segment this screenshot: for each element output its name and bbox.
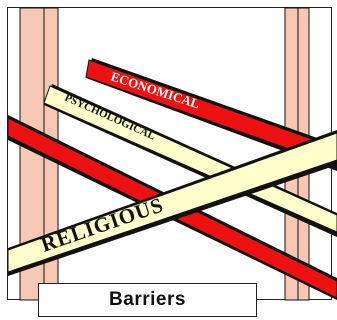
caption-label: Barriers: [109, 289, 186, 311]
caption-box: Barriers: [38, 283, 257, 317]
